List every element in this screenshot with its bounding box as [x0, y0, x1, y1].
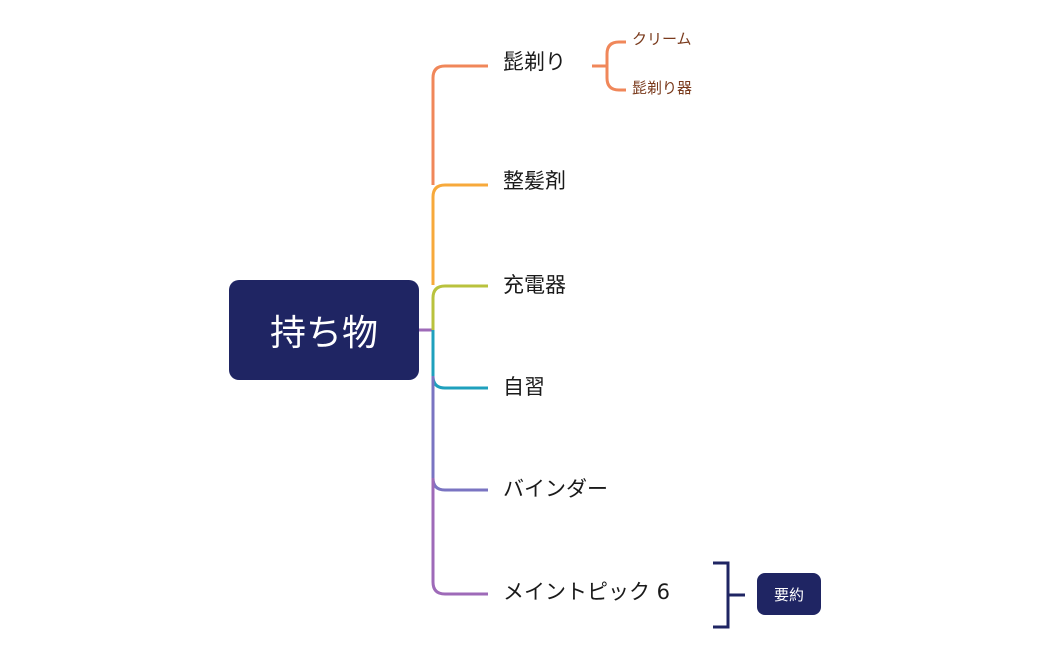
branch-topic-4[interactable]: 自習 — [503, 375, 545, 399]
branch-line-3 — [431, 284, 488, 330]
branch-topic-3[interactable]: 充電器 — [503, 273, 566, 297]
branch-topic-1[interactable]: 髭剃り — [503, 50, 566, 74]
sub-branch-line-1 — [605, 40, 626, 66]
branch-topic-6[interactable]: メイントピック 6 — [503, 580, 671, 604]
branch-line-5 — [431, 376, 488, 492]
branch-line-6 — [431, 478, 488, 596]
branch-topic-2[interactable]: 整髪剤 — [503, 169, 566, 193]
root-topic[interactable]: 持ち物 — [229, 280, 419, 380]
summary-topic[interactable]: 要約 — [757, 573, 821, 615]
summary-topic-label: 要約 — [773, 585, 804, 604]
sub-branch-line-2 — [605, 66, 626, 92]
branch-line-1 — [431, 64, 488, 185]
branch-line-2 — [431, 183, 488, 285]
branch-topic-5[interactable]: バインダー — [503, 477, 608, 501]
branch-line-4 — [431, 330, 488, 390]
summary-bracket — [713, 561, 730, 629]
sub-topic-1[interactable]: クリーム — [632, 30, 692, 48]
root-topic-label: 持ち物 — [269, 313, 378, 354]
sub-topic-2[interactable]: 髭剃り器 — [632, 79, 693, 97]
